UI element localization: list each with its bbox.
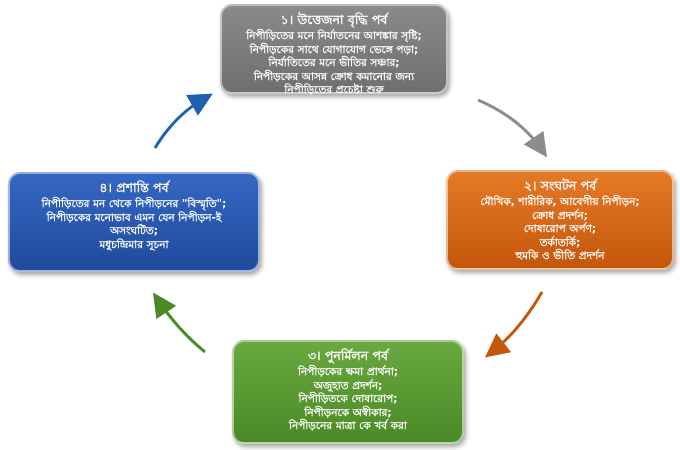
phase-line: নিপীড়িতের মনে নির্যাতনের আশঙ্কার সৃষ্টি…: [246, 30, 422, 42]
phase-line: তর্কাতর্কি;: [539, 236, 581, 249]
phase-box-reconciliation: ৩। পুনর্মিলন পর্ব নিপীড়কের ক্ষমা প্রার্…: [232, 340, 464, 444]
arrow-bottom-to-left: [153, 292, 206, 354]
arrow-right-to-bottom: [484, 291, 544, 358]
phase-line: দোষারোপ অর্পণ;: [523, 223, 597, 235]
phase-line: ক্রোধ প্রদর্শন;: [532, 209, 588, 222]
phase-title: ২। সংঘটন পর্ব: [523, 178, 597, 193]
phase-title: ১। উত্তেজনা বৃদ্ধি পর্ব: [280, 12, 388, 27]
phase-line: মৌখিক, শারীরিক, আবেগীয় নিপীড়ন;: [480, 196, 640, 208]
phase-title: ৪। প্রশান্তি পর্ব: [99, 180, 169, 195]
phase-line: নিপীড়িতের প্রচেষ্টা শুরু: [284, 84, 384, 96]
phase-line: মধুচন্দ্রিমার সূচনা: [99, 238, 169, 251]
phase-line: অজুহাত প্রদর্শন;: [313, 379, 383, 392]
phase-line: নিপীড়নকে অস্বীকার;: [304, 406, 392, 419]
phase-line: নির্যাতিতের মনে ভীতির সঞ্চার;: [268, 57, 400, 69]
arrow-left-to-top: [153, 93, 213, 149]
phase-line: নিপীড়িতকে দোষারোপ;: [298, 393, 398, 405]
phase-line: নিপীড়িতের মন থেকে নিপীড়নের "বিস্মৃতি";: [41, 198, 227, 210]
phase-line: নিপীড়নের মাত্রা কে খর্ব করা: [289, 420, 407, 432]
phase-line: নিপীড়কের সাথে যোগাযোগ ভেঙ্গে পড়া;: [249, 43, 419, 56]
phase-box-tension: ১। উত্তেজনা বৃদ্ধি পর্ব নিপীড়িতের মনে ন…: [220, 4, 448, 96]
phase-line: নিপীড়কের মনোভাব এমন যেন নিপীড়ন-ই: [46, 211, 222, 224]
phase-title: ৩। পুনর্মিলন পর্ব: [308, 348, 388, 363]
arrow-top-to-right: [477, 98, 548, 158]
phase-box-calm: ৪। প্রশান্তি পর্ব নিপীড়িতের মন থেকে নিপ…: [8, 172, 260, 272]
phase-box-incident: ২। সংঘটন পর্ব মৌখিক, শারীরিক, আবেগীয় নি…: [446, 170, 674, 270]
phase-line: নিপীড়কের আসন্ন ক্রোধ কমানোর জন্য: [253, 70, 415, 83]
phase-line: অসংঘটিত;: [110, 225, 158, 237]
phase-line: নিপীড়কের ক্ষমা প্রার্থনা;: [297, 366, 399, 378]
phase-line: হুমকি ও ভীতি প্রদর্শন: [515, 250, 605, 262]
